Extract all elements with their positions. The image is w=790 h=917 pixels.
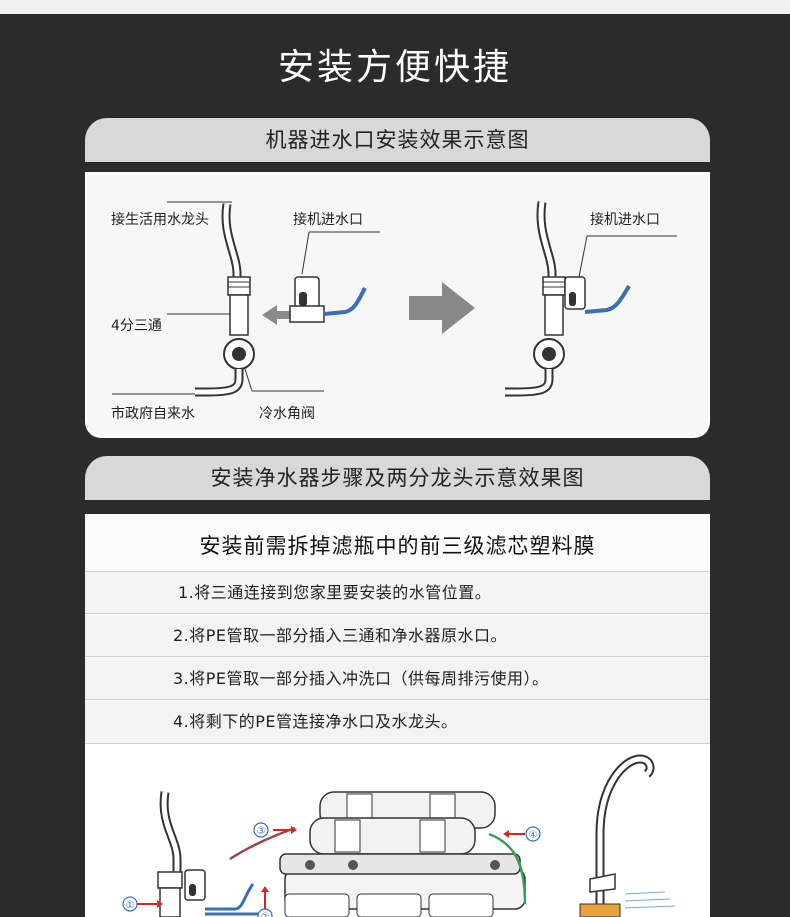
label-inlet-right: 接机进水口	[590, 212, 660, 228]
steps-title: 安装前需拆掉滤瓶中的前三级滤芯塑料膜	[85, 514, 710, 572]
section2-header: 安装净水器步骤及两分龙头示意效果图	[85, 456, 710, 500]
marker-4: ④	[529, 830, 538, 841]
label-inlet-left: 接机进水口	[293, 212, 363, 228]
tee-fitting	[157, 871, 183, 889]
label-faucet: 接生活用水龙头	[111, 212, 209, 228]
step-4: 4.将剩下的PE管连接净水口及水龙头。	[85, 701, 710, 744]
marker-1: ①	[126, 900, 135, 911]
label-municipal-water: 市政府自来水	[111, 406, 195, 422]
section1-header: 机器进水口安装效果示意图	[85, 118, 710, 162]
marker-2: ②	[261, 912, 270, 917]
section2-panel: 安装前需拆掉滤瓶中的前三级滤芯塑料膜 1.将三通连接到您家里要安装的水管位置。 …	[85, 514, 710, 917]
big-arrow-icon	[409, 282, 475, 334]
thread-fitting	[227, 276, 251, 296]
left-arrow	[262, 305, 292, 325]
purifier-diagram: ① ② ③ ④	[122, 754, 676, 917]
installation-diagram	[112, 201, 677, 397]
step-1: 1.将三通连接到您家里要安装的水管位置。	[85, 572, 710, 614]
page-title: 安装方便快捷	[277, 47, 512, 88]
top-strip	[0, 0, 790, 14]
label-tee: 4分三通	[111, 318, 162, 334]
label-angle-valve: 冷水角阀	[259, 406, 315, 422]
inlet-connector	[294, 276, 320, 310]
section1-panel: 接生活用水龙头 接机进水口 4分三通 市政府自来水 冷水角阀 接机进水口	[85, 172, 710, 438]
purifier-illustration: ① ② ③ ④	[85, 744, 710, 917]
tee-body	[229, 294, 249, 336]
marker-3: ③	[257, 826, 266, 837]
step-3: 3.将PE管取一部分插入冲洗口（供每周排污使用）。	[85, 658, 710, 700]
step-2: 2.将PE管取一部分插入三通和净水器原水口。	[85, 615, 710, 657]
pe-tube	[323, 287, 367, 316]
section1-diagram: 接生活用水龙头 接机进水口 4分三通 市政府自来水 冷水角阀 接机进水口	[87, 174, 708, 436]
